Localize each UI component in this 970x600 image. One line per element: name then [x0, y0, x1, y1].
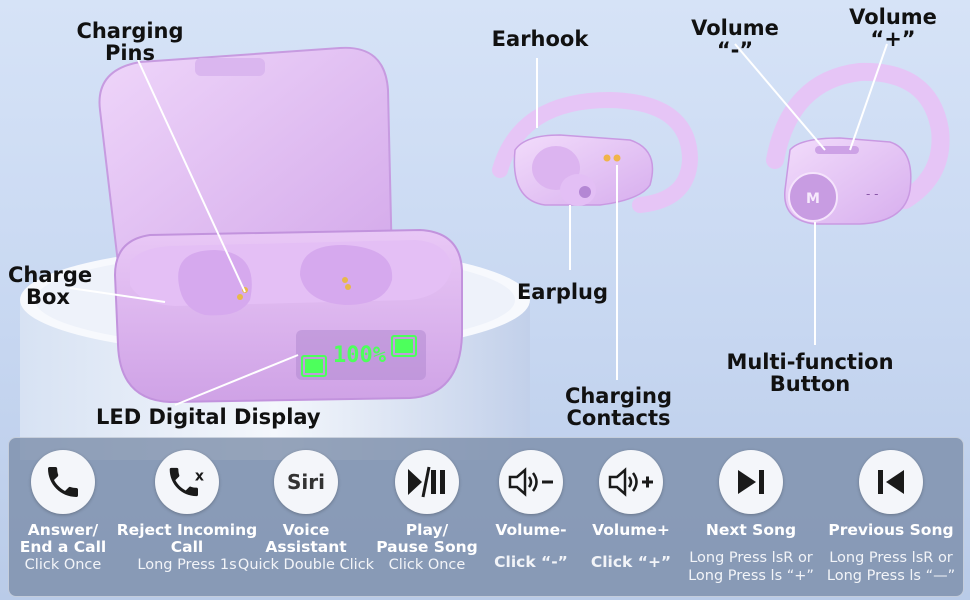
control-desc: Long Press lsR or: [829, 550, 953, 566]
control-name: Volume+: [581, 522, 681, 539]
control-desc: Long Press ls “—”: [826, 568, 956, 584]
play-pause-icon: [395, 450, 459, 514]
control-desc: Quick Double Click: [237, 557, 375, 573]
control-desc: Click “-”: [494, 553, 568, 571]
control-desc: Click Once: [24, 557, 102, 573]
control-name-line: Answer/: [27, 521, 99, 539]
control-volume-down: Volume- Click “-”: [481, 450, 581, 571]
label-volume-minus-line2: “-”: [716, 38, 754, 62]
label-charging-pins-line1: Charging: [76, 19, 184, 43]
control-volume-up: Volume+ Click “+”: [581, 450, 681, 571]
label-charging-contacts-line1: Charging: [564, 384, 673, 408]
controls-panel: Answer/End a Call Click Once x Reject In…: [8, 437, 964, 597]
label-charging-pins-line2: Pins: [104, 41, 156, 65]
control-name-line: Next Song: [705, 521, 797, 539]
right-earbud: M - -: [766, 62, 950, 225]
svg-text:- -: - -: [866, 187, 878, 201]
control-name-line: Volume+: [592, 521, 670, 539]
control-name: Volume-: [481, 522, 581, 539]
control-name-line: Play/: [405, 521, 449, 539]
control-desc: Long Press 1s: [137, 557, 237, 573]
siri-icon: Siri: [274, 450, 338, 514]
control-name-line: End a Call: [19, 538, 107, 556]
control-name-line: Reject Incoming: [116, 521, 258, 539]
control-name-line: Pause Song: [376, 538, 478, 556]
volume-up-icon: [599, 450, 663, 514]
led-readout: 100%: [333, 343, 387, 368]
control-name: Play/Pause Song: [375, 522, 479, 556]
phone-icon: [31, 450, 95, 514]
phone-reject-icon: x: [155, 450, 219, 514]
label-charge-box: Charge Box: [8, 264, 108, 308]
control-name-line: Previous Song: [828, 521, 954, 539]
label-volume-plus: Volume “+”: [838, 6, 948, 50]
control-desc: Click Once: [388, 557, 466, 573]
label-earplug: Earplug: [516, 280, 609, 304]
control-desc: Long Press lsR or: [689, 550, 813, 566]
svg-text:x: x: [195, 468, 204, 484]
label-charging-contacts: Charging Contacts: [556, 385, 681, 429]
left-earbud: [492, 91, 699, 213]
control-name-line: Voice: [282, 521, 330, 539]
control-name-line: Call: [170, 538, 204, 556]
label-multifunction-line1: Multi-function: [726, 350, 894, 374]
led-display: 100%: [296, 330, 426, 380]
label-led-display: LED Digital Display: [96, 405, 321, 429]
previous-track-icon: [859, 450, 923, 514]
volume-down-icon: [499, 450, 563, 514]
control-name-line: Assistant: [265, 538, 347, 556]
label-volume-minus-line1: Volume: [691, 16, 779, 40]
control-name: Answer/End a Call: [13, 522, 113, 556]
label-charge-box-line1: Charge: [8, 263, 93, 287]
label-charge-box-line2: Box: [26, 285, 70, 309]
control-name: Previous Song: [821, 522, 961, 539]
control-name: Next Song: [681, 522, 821, 539]
label-charging-contacts-line2: Contacts: [566, 406, 671, 430]
control-next-song: Next Song Long Press lsR or Long Press l…: [681, 450, 821, 585]
control-play-pause: Play/Pause Song Click Once: [375, 450, 479, 574]
label-volume-plus-line2: “+”: [870, 27, 916, 51]
svg-text:M: M: [806, 191, 820, 207]
label-volume-plus-line1: Volume: [849, 5, 937, 29]
callout-lines: [69, 43, 888, 406]
next-track-icon: [719, 450, 783, 514]
siri-icon-text: Siri: [287, 470, 325, 494]
label-multifunction-line2: Button: [769, 372, 851, 396]
control-answer-end-call: Answer/End a Call Click Once: [13, 450, 113, 574]
label-charging-pins: Charging Pins: [70, 20, 190, 64]
label-earhook: Earhook: [491, 27, 589, 51]
control-previous-song: Previous Song Long Press lsR or Long Pre…: [821, 450, 961, 585]
label-multifunction-button: Multi-function Button: [720, 351, 900, 395]
control-desc: Click “+”: [590, 553, 672, 571]
control-desc: Long Press ls “+”: [688, 568, 814, 584]
control-name-line: Volume-: [495, 521, 567, 539]
label-volume-minus: Volume “-”: [680, 17, 790, 61]
